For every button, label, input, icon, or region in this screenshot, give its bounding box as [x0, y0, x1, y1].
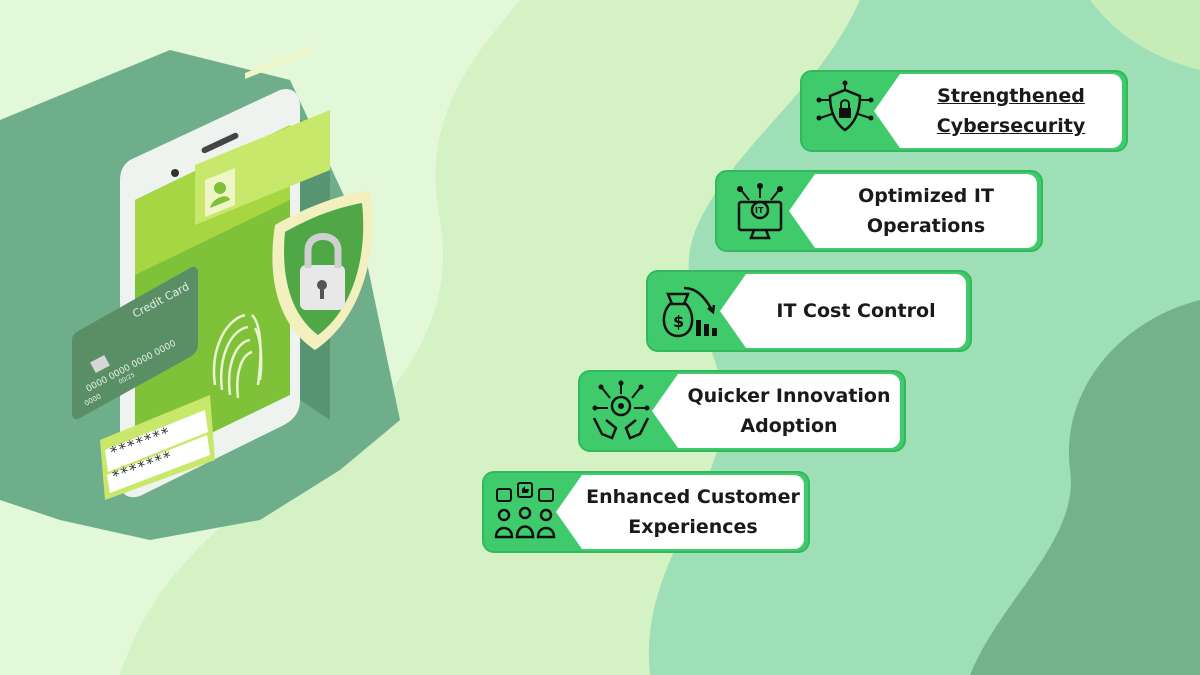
money-bag-downtrend-icon: $	[662, 286, 717, 338]
password-panel: ******* *******	[100, 395, 215, 500]
benefit-label-it-operations: Optimized IT Operations	[858, 185, 994, 237]
benefit-label-innovation: Quicker Innovation Adoption	[687, 385, 891, 437]
benefit-label-cost-control: IT Cost Control	[776, 300, 936, 322]
benefit-label-customer-experiences: Enhanced Customer Experiences	[586, 486, 800, 538]
svg-text:IT: IT	[755, 206, 764, 215]
security-shield-network-icon	[816, 80, 874, 132]
benefit-label-cybersecurity: Strengthened Cybersecurity	[936, 85, 1086, 137]
it-monitor-gear-icon: IT	[737, 183, 783, 240]
profile-card	[195, 44, 330, 225]
fingerprint-icon	[212, 313, 263, 399]
benefit-card-cost-control: $ IT Cost Control	[646, 270, 972, 352]
benefit-card-customer-experiences: Enhanced Customer Experiences	[482, 471, 810, 553]
security-illustration: Credit Card 0000 0000 0000 0000 0000 00/…	[72, 44, 373, 500]
benefit-card-it-operations: IT Optimized IT Operations	[715, 170, 1043, 252]
benefit-card-innovation: Quicker Innovation Adoption	[578, 370, 906, 452]
svg-text:$: $	[673, 312, 684, 331]
hands-gear-innovation-icon	[592, 380, 650, 440]
benefit-card-cybersecurity: Strengthened Cybersecurity	[800, 70, 1128, 152]
customer-feedback-people-icon	[494, 482, 556, 539]
shield-lock	[272, 190, 373, 350]
